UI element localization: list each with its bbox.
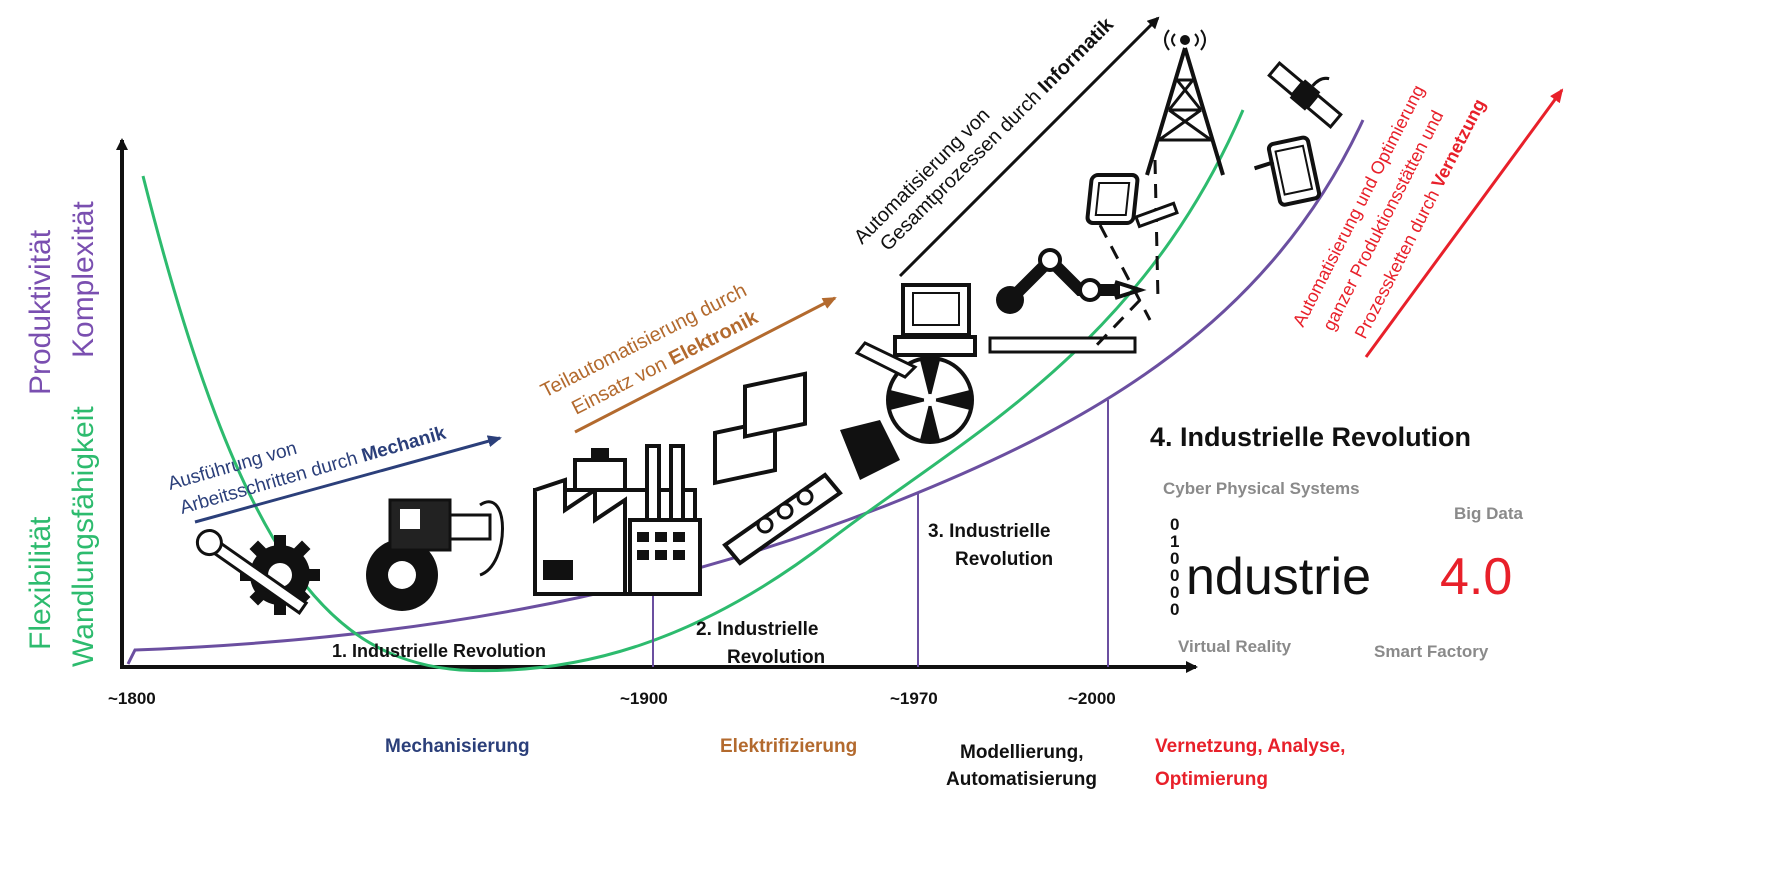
era-vernetzung-1: Vernetzung, Analyse,	[1155, 736, 1345, 757]
industrie-version: 4.0	[1440, 548, 1512, 606]
x-tick-1900: ~1900	[620, 689, 668, 708]
factory-icon	[533, 444, 702, 596]
binary-digits: 0 1 0 0 0 0	[1170, 515, 1179, 619]
label-informatik-line2: Gesamtprozessen durch Informatik	[876, 13, 1119, 256]
binary-digit-3: 0	[1170, 566, 1179, 585]
x-tick-1800: ~1800	[108, 689, 156, 708]
revolution-4-label: 4. Industrielle Revolution	[1150, 422, 1471, 452]
x-tick-1970: ~1970	[890, 689, 938, 708]
keyword-smart-factory: Smart Factory	[1374, 642, 1489, 661]
label-informatik-line1-group: Automatisierung von	[850, 104, 994, 248]
computer-icon	[854, 283, 977, 379]
era-vernetzung-2: Optimierung	[1155, 769, 1268, 790]
monitor-icon	[1085, 173, 1179, 229]
conveyor-boxes-icon	[713, 371, 843, 566]
revolution-3-label-2: Revolution	[955, 549, 1053, 570]
network-dashes	[1090, 159, 1160, 352]
gear-wrench-icon	[195, 529, 320, 615]
industrie-word: ndustrie	[1186, 548, 1371, 606]
arrow-vernetzung	[1364, 88, 1564, 358]
keyword-virtual-reality: Virtual Reality	[1178, 637, 1292, 656]
label-vernetzung-bold: Vernetzung	[1428, 96, 1490, 192]
y-label-komplexitaet: Komplexität	[67, 201, 100, 358]
label-vernetzung-line1: Automatisierung und Optimierung	[1289, 82, 1429, 330]
revolution-2-label-1: 2. Industrielle	[696, 619, 818, 640]
label-informatik-line2-prefix: Gesamtprozessen durch	[876, 82, 1050, 256]
binary-digit-0: 0	[1170, 515, 1179, 534]
radio-tower-icon	[1145, 29, 1225, 176]
satellite-icon	[1267, 61, 1343, 129]
binary-digit-4: 0	[1170, 583, 1179, 602]
x-tick-2000: ~2000	[1068, 689, 1116, 708]
era-modellierung-1: Modellierung,	[960, 742, 1084, 763]
era-mechanisierung: Mechanisierung	[385, 736, 530, 757]
arrow-mechanik	[194, 435, 502, 524]
binary-digit-2: 0	[1170, 549, 1179, 568]
binary-digit-1: 1	[1170, 532, 1179, 551]
y-label-wandlungsfaehigkeit: Wandlungsfähigkeit	[67, 406, 100, 667]
revolution-1-label: 1. Industrielle Revolution	[332, 641, 546, 661]
revolution-3-label-1: 3. Industrielle	[928, 521, 1050, 542]
steam-engine-icon	[366, 498, 504, 611]
complexity-curve	[126, 119, 1365, 665]
era-modellierung-2: Automatisierung	[946, 769, 1097, 790]
keyword-cps: Cyber Physical Systems	[1163, 479, 1360, 498]
fan-motor-icon	[840, 356, 974, 480]
robot-arm-icon	[988, 248, 1147, 354]
keyword-big-data: Big Data	[1454, 504, 1524, 523]
label-vernetzung-line1-group: Automatisierung und Optimierung	[1289, 82, 1429, 330]
y-label-produktivitaet: Produktivität	[24, 229, 57, 395]
tablet-icon	[1253, 135, 1322, 207]
label-informatik-line2-group: Gesamtprozessen durch Informatik	[876, 13, 1119, 256]
era-elektrifizierung: Elektrifizierung	[720, 736, 857, 757]
y-label-flexibilitaet: Flexibilität	[24, 516, 57, 650]
arrow-informatik	[898, 16, 1160, 278]
label-mechanik-bold: Mechanik	[359, 423, 448, 467]
arrow-elektronik	[574, 296, 837, 434]
label-informatik-bold: Informatik	[1034, 13, 1119, 98]
label-informatik-line1: Automatisierung von	[850, 104, 994, 248]
binary-digit-5: 0	[1170, 600, 1179, 619]
revolution-2-label-2: Revolution	[727, 647, 825, 668]
